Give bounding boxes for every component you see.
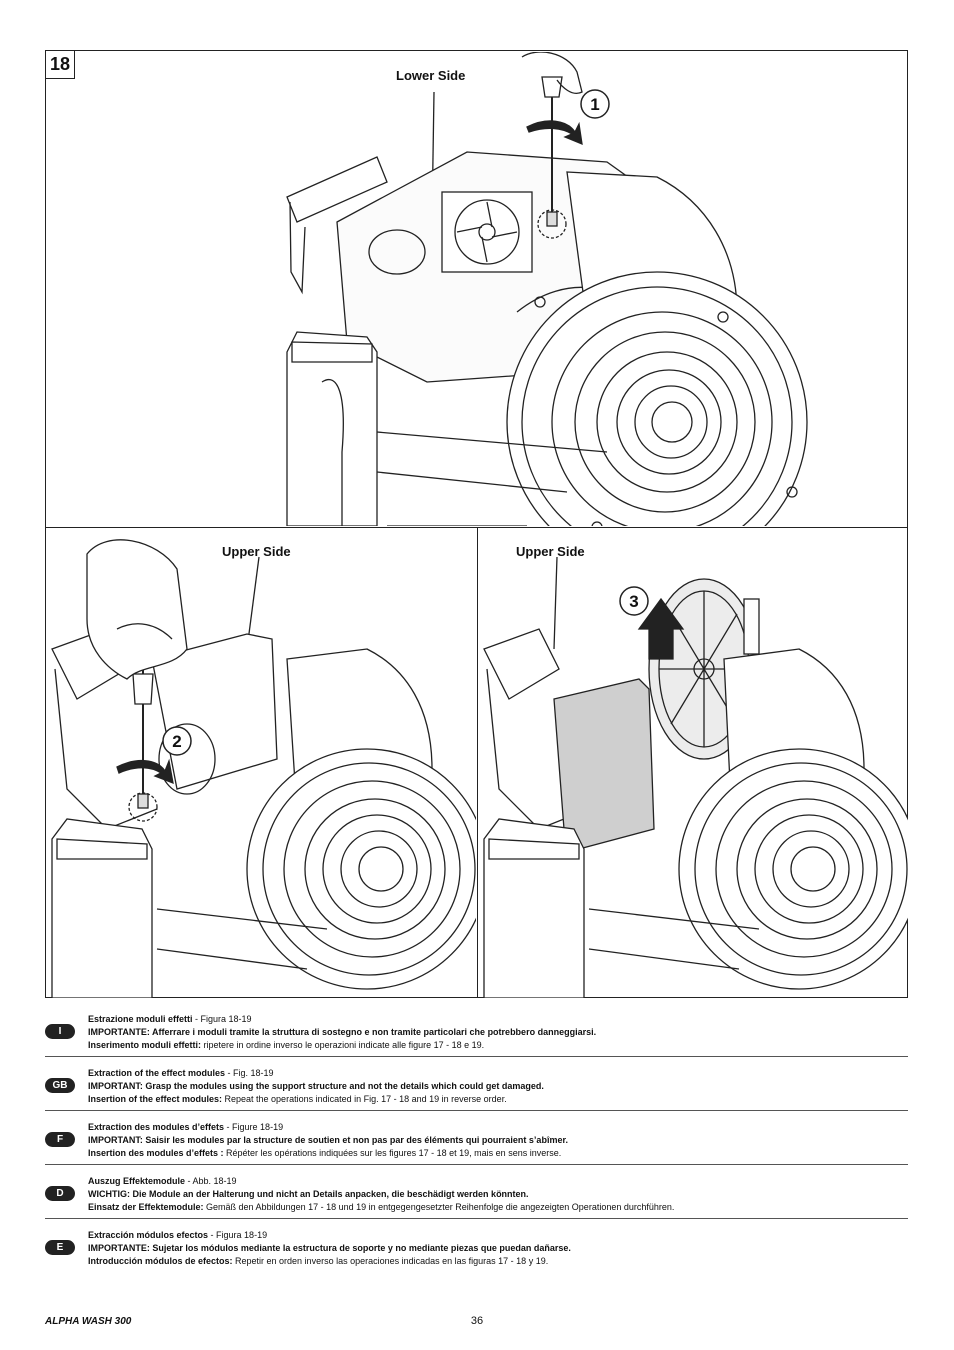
insertion-label-f: Insertion des modules d’effets : [88, 1148, 224, 1158]
important-e: IMPORTANTE: Sujetar los módulos mediante… [88, 1243, 571, 1253]
insertion-text-i: ripetere in ordine inverso le operazioni… [201, 1040, 485, 1050]
figure-number: 18 [46, 51, 75, 79]
title-i: Estrazione moduli effetti [88, 1014, 193, 1024]
insertion-label-i: Inserimento moduli effetti: [88, 1040, 202, 1050]
instructions-spanish: E Extracción módulos efectos - Figura 18… [45, 1220, 908, 1272]
panel-divider-vertical [477, 527, 478, 997]
insertion-label-gb: Insertion of the effect modules: [88, 1094, 223, 1104]
important-gb: IMPORTANT: Grasp the modules using the s… [88, 1081, 544, 1091]
figref-d: - Abb. 18-19 [185, 1176, 237, 1186]
important-f: IMPORTANT: Saisir les modules par la str… [88, 1135, 568, 1145]
instructions-german: D Auszug Effektemodule - Abb. 18-19 WICH… [45, 1166, 908, 1219]
language-badge-gb: GB [45, 1078, 75, 1093]
figure-frame: 18 Lower Side Upper Side Upper Side [45, 50, 908, 998]
important-d: WICHTIG: Die Module an der Halterung und… [88, 1189, 529, 1199]
label-upper-side-right: Upper Side [516, 544, 585, 559]
insertion-text-gb: Repeat the operations indicated in Fig. … [222, 1094, 507, 1104]
lower-side-illustration: 1 [286, 52, 808, 526]
step-3-number: 3 [629, 592, 638, 611]
language-badge-e: E [45, 1240, 75, 1255]
insertion-label-d: Einsatz der Effektemodule: [88, 1202, 204, 1212]
instructions-french: F Extraction des modules d’effets - Figu… [45, 1112, 908, 1165]
figref-i: - Figura 18-19 [192, 1014, 252, 1024]
important-i: IMPORTANTE: Afferrare i moduli tramite l… [88, 1027, 597, 1037]
insertion-label-e: Introducción módulos de efectos: [88, 1256, 233, 1266]
insertion-text-f: Répéter les opérations indiquées sur les… [223, 1148, 562, 1158]
title-e: Extracción módulos efectos [88, 1230, 209, 1240]
upper-side-illustration-left: 2 [51, 539, 476, 998]
figref-e: - Figura 18-19 [208, 1230, 268, 1240]
footer-product-name: ALPHA WASH 300 [45, 1316, 132, 1327]
instructions-italian: I Estrazione moduli effetti - Figura 18-… [45, 1004, 908, 1057]
label-lower-side: Lower Side [396, 68, 466, 83]
step-1-number: 1 [590, 95, 599, 114]
insertion-text-e: Repetir en orden inverso las operaciones… [232, 1256, 549, 1266]
title-d: Auszug Effektemodule [88, 1176, 186, 1186]
insertion-text-d: Gemäß den Abbildungen 17 - 18 und 19 in … [203, 1202, 675, 1212]
title-gb: Extraction of the effect modules [88, 1068, 226, 1078]
panel-divider-horizontal [46, 527, 907, 528]
title-f: Extraction des modules d’effets [88, 1122, 225, 1132]
figref-f: - Figure 18-19 [224, 1122, 284, 1132]
footer-page-number: 36 [470, 1315, 484, 1327]
language-badge-d: D [45, 1186, 75, 1201]
language-badge-f: F [45, 1132, 75, 1147]
instructions-english: GB Extraction of the effect modules - Fi… [45, 1058, 908, 1111]
upper-side-illustration-right: 3 [483, 556, 908, 998]
figref-gb: - Fig. 18-19 [225, 1068, 274, 1078]
step-2-number: 2 [172, 732, 181, 751]
language-badge-i: I [45, 1024, 75, 1039]
label-upper-side-left: Upper Side [222, 544, 291, 559]
